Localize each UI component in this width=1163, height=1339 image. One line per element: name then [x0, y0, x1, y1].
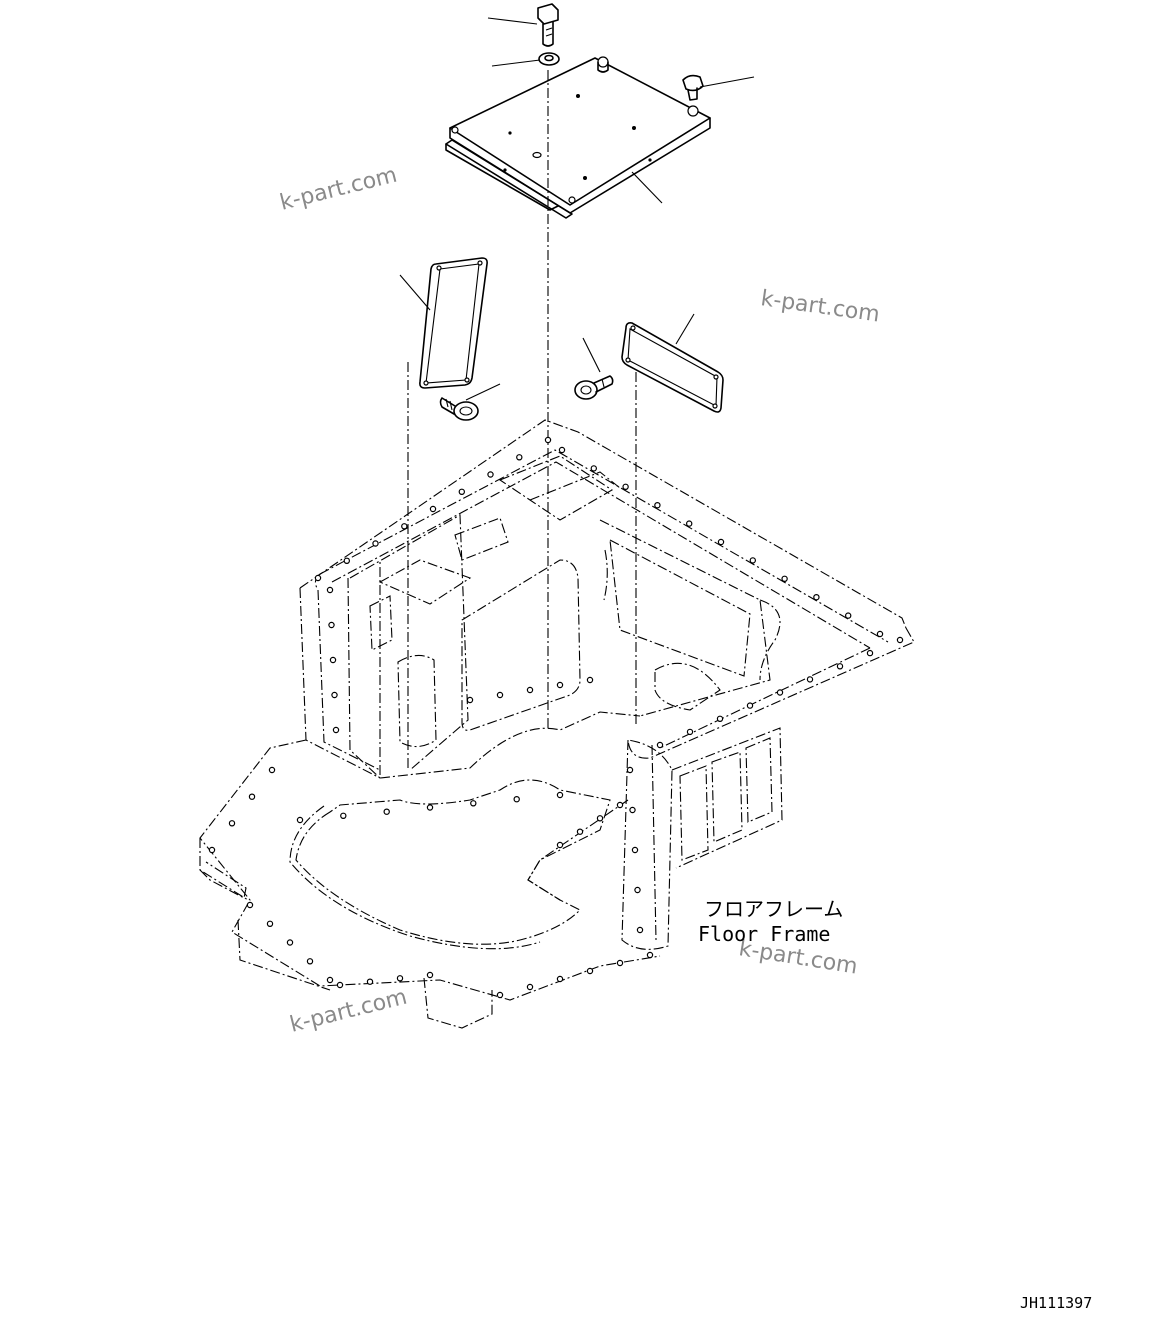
- bolt-hole: [266, 920, 274, 928]
- bolt-hole: [246, 901, 254, 909]
- bolt-hole: [556, 841, 564, 849]
- bolt-hole: [616, 959, 624, 967]
- bolt-hole: [749, 557, 757, 564]
- left-bolt: [439, 397, 479, 421]
- bolt-hole: [401, 523, 408, 530]
- bolt-hole: [429, 505, 437, 513]
- bolt-hole: [329, 656, 337, 664]
- bolt-hole: [716, 715, 724, 723]
- bolt-hole: [328, 621, 335, 629]
- bolt-hole: [487, 471, 494, 478]
- bolt-hole: [586, 967, 594, 975]
- bolt-hole: [526, 983, 534, 991]
- bolt-hole: [343, 557, 350, 565]
- bolt-hole: [634, 886, 641, 894]
- bolt-hole: [631, 846, 639, 854]
- bolt-hole: [458, 488, 465, 495]
- bolt-hole: [248, 793, 256, 800]
- watermark: k-part.com: [287, 985, 409, 1038]
- label-floor-frame-en: Floor Frame: [698, 922, 830, 946]
- bolt-hole: [396, 975, 404, 982]
- leader-left-bolt: [465, 383, 501, 401]
- plug-knob: [682, 74, 704, 101]
- bolt-hole: [806, 676, 814, 683]
- bolt-hole: [296, 816, 304, 824]
- bolt-hole: [686, 728, 694, 736]
- bolt-hole: [314, 574, 322, 582]
- bolt-hole: [596, 815, 604, 822]
- bolt-hole: [516, 454, 523, 461]
- bolt-hole: [686, 520, 693, 527]
- bolt-hole: [496, 991, 504, 999]
- bolt-hole: [366, 978, 374, 985]
- watermark: k-part.com: [759, 286, 881, 327]
- bolt-hole: [836, 663, 844, 670]
- watermark: k-part.com: [277, 163, 399, 216]
- leader-right-cover: [675, 313, 695, 345]
- frame-bolt-holes: [208, 436, 904, 999]
- bolt-hole: [845, 612, 852, 619]
- bolt-hole: [326, 586, 334, 594]
- leader-washer: [491, 59, 541, 67]
- bolt-hole: [496, 691, 504, 699]
- bolt-hole: [813, 594, 820, 601]
- bolt-hole: [306, 958, 314, 965]
- bolt-hole: [616, 801, 624, 809]
- bolt-hole: [326, 976, 334, 984]
- top-cover-plate: [445, 56, 711, 219]
- floor-frame: [199, 419, 915, 1029]
- leader-top-bolt: [487, 17, 538, 25]
- bolt-hole: [866, 649, 874, 657]
- bolt-hole: [331, 691, 338, 699]
- bolt-hole: [656, 741, 664, 749]
- bolt-hole: [556, 681, 564, 689]
- bolt-hole: [776, 689, 784, 696]
- bolt-hole: [208, 846, 216, 854]
- bolt-hole: [470, 800, 477, 807]
- bolt-hole: [286, 939, 294, 946]
- bolt-hole: [332, 726, 340, 734]
- washer: [538, 52, 560, 66]
- bolt-hole: [622, 483, 629, 490]
- bolt-hole: [513, 796, 520, 803]
- bolt-hole: [372, 540, 379, 547]
- bolt-hole: [876, 630, 884, 638]
- right-side-cover: [621, 322, 724, 413]
- bolt-hole: [556, 975, 564, 983]
- bolt-hole: [466, 696, 474, 704]
- bolt-hole: [586, 676, 594, 684]
- bolt-hole: [426, 804, 434, 811]
- bolt-hole: [228, 820, 236, 827]
- bolt-hole: [336, 981, 344, 989]
- bolt-hole: [746, 702, 754, 709]
- right-bolt: [574, 375, 614, 400]
- left-side-cover: [419, 257, 488, 389]
- bolt-hole: [576, 828, 584, 835]
- bolt-hole: [426, 971, 434, 979]
- bolt-hole: [526, 686, 534, 694]
- bolt-hole: [636, 926, 644, 934]
- bolt-hole: [654, 502, 661, 509]
- leader-left-cover: [399, 274, 431, 311]
- bolt-hole: [629, 806, 636, 814]
- leader-plug: [699, 76, 755, 88]
- bolt-hole: [717, 538, 725, 546]
- label-floor-frame-jp: フロアフレーム: [704, 897, 843, 921]
- bolt-hole: [646, 951, 654, 959]
- bolt-hole: [383, 808, 390, 815]
- bolt-hole: [340, 812, 347, 820]
- bolt-hole: [626, 766, 634, 774]
- bolt-hole: [590, 465, 598, 472]
- bolt-hole: [556, 791, 564, 799]
- drawing-code: JH111397: [1020, 1294, 1092, 1312]
- leader-right-bolt: [582, 337, 601, 373]
- leader-top-plate: [631, 171, 663, 204]
- bolt-hole: [268, 766, 276, 774]
- bolt-hole: [544, 436, 552, 444]
- bolt-hole: [781, 575, 788, 583]
- bolt-hole: [558, 446, 566, 454]
- bolt-hole: [896, 636, 904, 644]
- top-bolt: [537, 3, 559, 47]
